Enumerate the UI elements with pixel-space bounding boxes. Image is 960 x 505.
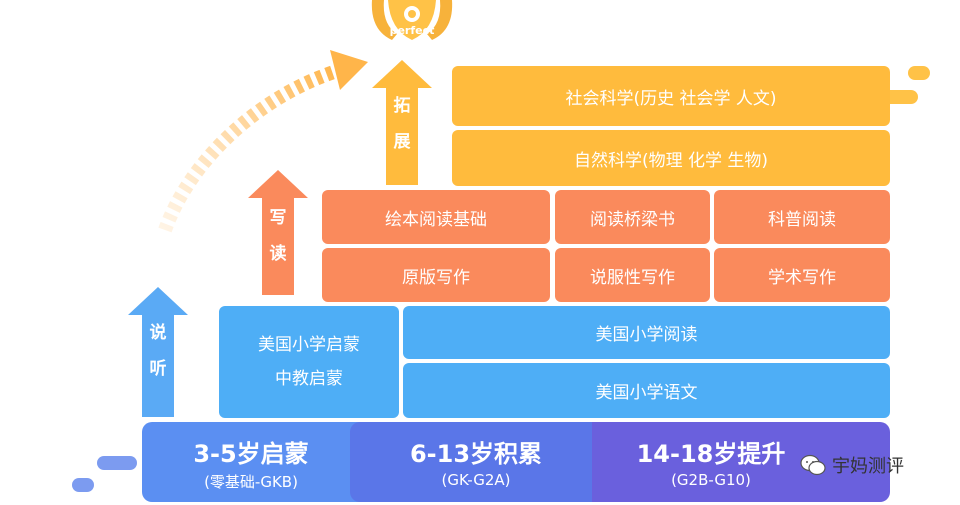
arrow-label-read: 读	[269, 244, 287, 264]
bridge-books-box: 阅读桥梁书	[555, 190, 710, 244]
arrow-label-expand-1: 拓	[393, 96, 411, 116]
stage-6-13-title: 6-13岁积累	[409, 440, 543, 468]
academic-writing-box: 学术写作	[714, 248, 890, 302]
original-writing-box: 原版写作	[322, 248, 550, 302]
stage-14-18-subtitle: (G2B-G10)	[671, 471, 751, 489]
picture-book-reading-box: 绘本阅读基础	[322, 190, 550, 244]
social-science-box: 社会科学(历史 社会学 人文)	[452, 66, 890, 126]
persuasive-writing-box: 说服性写作	[555, 248, 710, 302]
watermark-text: 宇妈测评	[832, 456, 904, 477]
watermark: 宇妈测评	[800, 450, 950, 480]
arrow-label-expand-2: 展	[393, 132, 411, 152]
medal-text: perfect	[389, 24, 435, 37]
stage-3-5-subtitle: (零基础-GKB)	[204, 473, 298, 491]
arrow-label-write: 写	[269, 208, 287, 228]
arrow-label-listen: 听	[149, 359, 167, 379]
wechat-icon	[800, 454, 826, 476]
natural-science-box: 自然科学(物理 化学 生物)	[452, 130, 890, 186]
stage-6-13-box: 6-13岁积累 (GK-G2A)	[350, 422, 602, 502]
us-elementary-language-box: 美国小学语文	[403, 363, 890, 418]
decor-dash	[97, 456, 137, 470]
read-write-arrow: 写 读	[248, 170, 308, 295]
perfect-medal-icon: perfect	[362, 0, 462, 50]
stage-3-5-title: 3-5岁启蒙	[193, 440, 309, 468]
expand-arrow: 拓 展	[372, 60, 432, 185]
enlightenment-box: 美国小学启蒙 中教启蒙	[219, 306, 399, 418]
stage-14-18-box: 14-18岁提升 (G2B-G10)	[592, 422, 890, 502]
stage-3-5-box: 3-5岁启蒙 (零基础-GKB)	[142, 422, 360, 502]
stage-14-18-title: 14-18岁提升	[636, 440, 786, 468]
science-reading-box: 科普阅读	[714, 190, 890, 244]
decor-dash	[72, 478, 94, 492]
us-elementary-reading-box: 美国小学阅读	[403, 306, 890, 359]
stage-6-13-subtitle: (GK-G2A)	[441, 471, 511, 489]
us-elementary-enlightenment-label: 美国小学启蒙	[258, 335, 360, 355]
growth-curve-arrow	[158, 50, 368, 233]
listen-speak-arrow: 说 听	[128, 287, 188, 417]
decor-dash	[908, 66, 930, 80]
chinese-teacher-enlightenment-label: 中教启蒙	[275, 369, 343, 389]
arrow-label-speak: 说	[149, 323, 167, 343]
